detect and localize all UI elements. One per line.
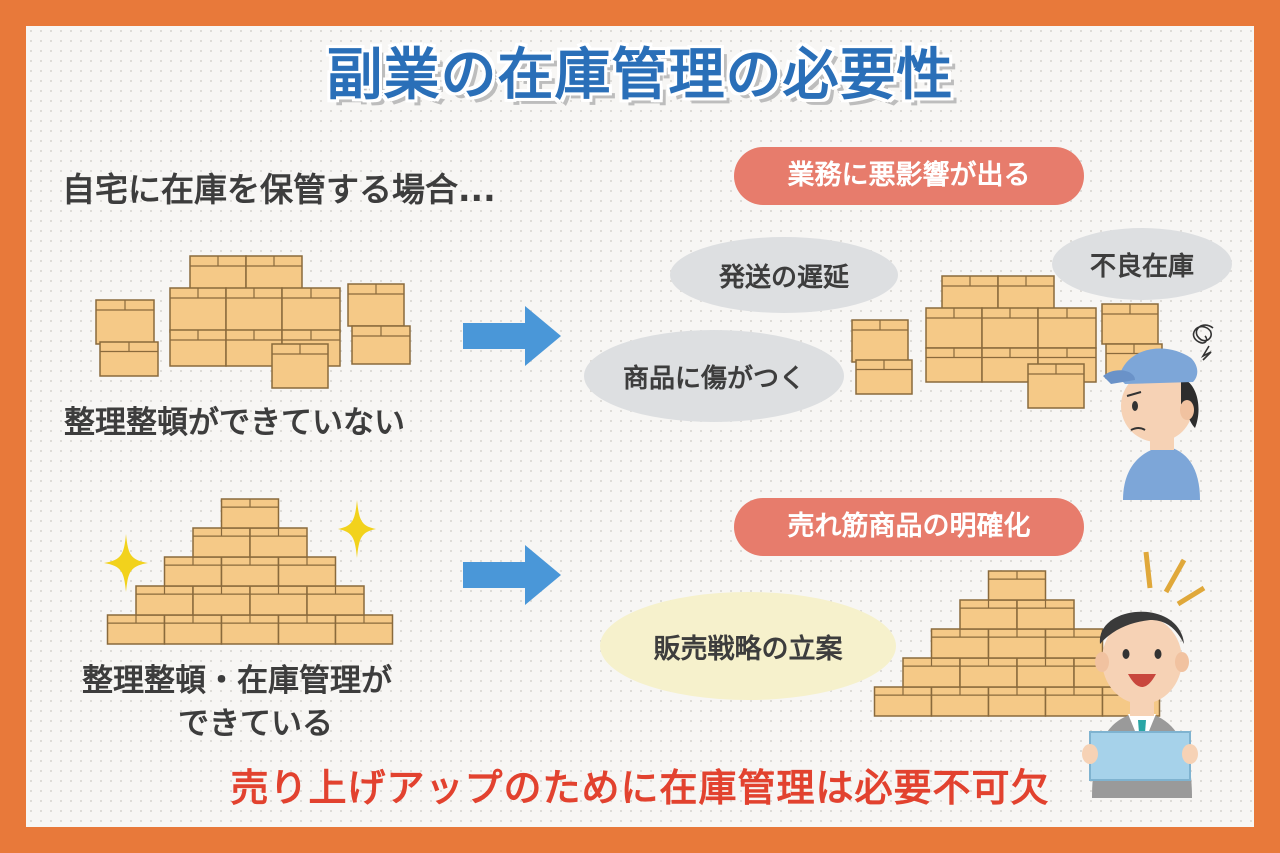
cardboard-box-icon [220, 498, 280, 529]
bubble-shipping-delay: 発送の遅延 [670, 237, 898, 313]
cardboard-box-icon [220, 614, 280, 645]
cardboard-box-icon [106, 614, 166, 645]
bubble-text: 発送の遅延 [718, 262, 849, 293]
cardboard-box-icon [249, 585, 308, 616]
cardboard-box-icon [1016, 657, 1075, 688]
cardboard-box-icon [930, 628, 990, 659]
sparkle-icon [338, 500, 376, 558]
cardboard-box-icon [192, 585, 251, 616]
cardboard-box-icon [220, 556, 280, 587]
cardboard-box-icon [169, 287, 227, 333]
cardboard-box-icon [851, 319, 909, 363]
cardboard-box-icon [271, 343, 329, 389]
cardboard-box-icon [987, 570, 1047, 601]
tidy-caption-line2: できている [178, 706, 333, 742]
cardboard-box-icon [99, 341, 159, 377]
messy-caption: 整理整頓ができていない [64, 405, 405, 441]
cardboard-box-icon [95, 299, 155, 345]
left-heading: 自宅に在庫を保管する場合... [62, 170, 496, 209]
bubble-product-damage: 商品に傷がつく [584, 330, 844, 422]
cardboard-box-icon [351, 325, 411, 365]
cardboard-box-icon [347, 283, 405, 327]
cardboard-box-icon [925, 347, 983, 383]
sparkle-icon [104, 534, 148, 592]
cardboard-box-icon [163, 614, 223, 645]
cardboard-box-icon [987, 628, 1047, 659]
happy-businessman-icon [1082, 551, 1206, 798]
cardboard-box-icon [930, 686, 990, 717]
bubble-sales-strategy: 販売戦略の立案 [600, 592, 896, 700]
cardboard-box-icon [277, 614, 337, 645]
cardboard-box-icon [169, 329, 227, 367]
cardboard-box-icon [925, 307, 983, 349]
cardboard-box-icon [334, 614, 394, 645]
best-seller-clarity-tag: 売れ筋商品の明確化 [734, 498, 1084, 556]
messy-boxes-illustration [95, 255, 411, 389]
cardboard-box-icon [1016, 599, 1075, 630]
cardboard-box-icon [306, 585, 365, 616]
arrow-right-icon [463, 306, 561, 366]
cardboard-box-icon [277, 556, 337, 587]
cardboard-box-icon [902, 657, 961, 688]
arrow-right-icon [463, 545, 561, 605]
cardboard-box-icon [855, 359, 913, 395]
footer-message: 売り上げアップのために在庫管理は必要不可欠 [230, 766, 1050, 810]
cardboard-box-icon [192, 527, 251, 558]
pyramid-boxes-illustration [873, 570, 1161, 717]
cardboard-box-icon [1027, 363, 1085, 409]
cardboard-box-icon [959, 599, 1018, 630]
page-title: 副業の在庫管理の必要性 [326, 43, 954, 108]
negative-impact-tag: 業務に悪影響が出る [734, 147, 1084, 205]
cardboard-box-icon [249, 527, 308, 558]
cardboard-box-icon [987, 686, 1047, 717]
cardboard-box-icon [959, 657, 1018, 688]
bubble-text: 商品に傷がつく [622, 363, 805, 394]
worried-worker-icon [1103, 324, 1214, 500]
pyramid-boxes-illustration [106, 498, 394, 645]
cardboard-box-icon [225, 287, 283, 333]
tidy-caption-line1: 整理整頓・在庫管理が [82, 663, 392, 699]
cardboard-box-icon [873, 686, 933, 717]
messy-boxes-illustration [851, 275, 1163, 409]
cardboard-box-icon [1037, 307, 1097, 349]
bubble-text: 販売戦略の立案 [653, 633, 843, 665]
cardboard-box-icon [981, 307, 1039, 349]
cardboard-box-icon [1044, 628, 1104, 659]
cardboard-box-icon [163, 556, 223, 587]
cardboard-box-icon [281, 287, 341, 333]
bubble-text: 不良在庫 [1089, 251, 1194, 282]
bubble-dead-stock: 不良在庫 [1052, 228, 1232, 300]
